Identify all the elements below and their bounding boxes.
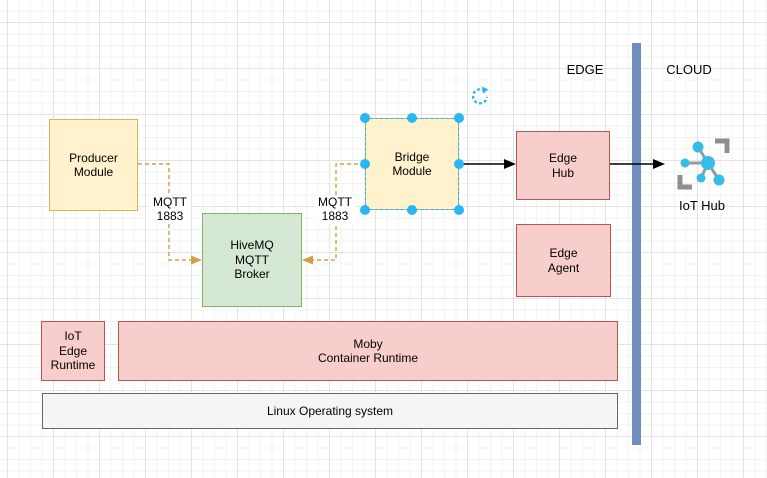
selection-handle-sw[interactable] [360, 205, 370, 215]
edge-bridge-to-broker-arrowhead [302, 255, 313, 265]
bracket-top-right [715, 138, 730, 153]
producer-module-label: Producer Module [69, 150, 118, 179]
bracket-bottom-left [677, 175, 692, 190]
iot-edge-runtime-label: IoT Edge Runtime [50, 329, 96, 373]
selection-handle-nw[interactable] [360, 113, 370, 123]
moby-runtime-label: Moby Container Runtime [317, 336, 419, 365]
edge-label-mqtt-right[interactable]: MQTT 1883 [314, 195, 356, 224]
linux-os-label: Linux Operating system [266, 403, 394, 418]
hivemq-broker-label: HiveMQ MQTT Broker [230, 238, 274, 282]
node-bridge-module[interactable]: Bridge Module [365, 118, 459, 210]
iot-hub-label[interactable]: IoT Hub [678, 198, 725, 213]
edge-label-mqtt-left[interactable]: MQTT 1883 [149, 195, 191, 224]
node-producer-module[interactable]: Producer Module [49, 119, 138, 211]
rotate-handle-icon[interactable] [469, 86, 489, 106]
node-linux-os[interactable]: Linux Operating system [42, 393, 618, 429]
node-hivemq-mqtt-broker[interactable]: HiveMQ MQTT Broker [202, 213, 302, 307]
selection-handle-se[interactable] [454, 205, 464, 215]
edge-bridge-to-edge-hub-arrowhead [504, 159, 516, 169]
selection-handle-n[interactable] [407, 113, 417, 123]
edge-hub-label: Edge Hub [548, 151, 578, 180]
node-moby-container-runtime[interactable]: Moby Container Runtime [118, 321, 618, 381]
node-edge-agent[interactable]: Edge Agent [516, 224, 611, 297]
selection-handle-w[interactable] [360, 159, 370, 169]
edge-agent-label: Edge Agent [547, 246, 580, 275]
node-iot-edge-runtime[interactable]: IoT Edge Runtime [41, 321, 105, 381]
selection-handle-e[interactable] [454, 159, 464, 169]
bridge-module-label: Bridge Module [392, 149, 432, 178]
selection-handle-ne[interactable] [454, 113, 464, 123]
edge-zone-label[interactable]: EDGE [566, 62, 604, 77]
network-nodes [680, 141, 725, 186]
cloud-zone-label[interactable]: CLOUD [666, 62, 712, 77]
node-edge-hub[interactable]: Edge Hub [516, 131, 610, 200]
iot-hub-network-icon[interactable] [674, 134, 734, 194]
selection-handle-s[interactable] [407, 205, 417, 215]
edge-cloud-divider-bar[interactable] [632, 43, 641, 445]
edge-edge-hub-to-iot-hub-arrowhead [653, 159, 665, 169]
edge-producer-to-broker-arrowhead [191, 255, 202, 265]
